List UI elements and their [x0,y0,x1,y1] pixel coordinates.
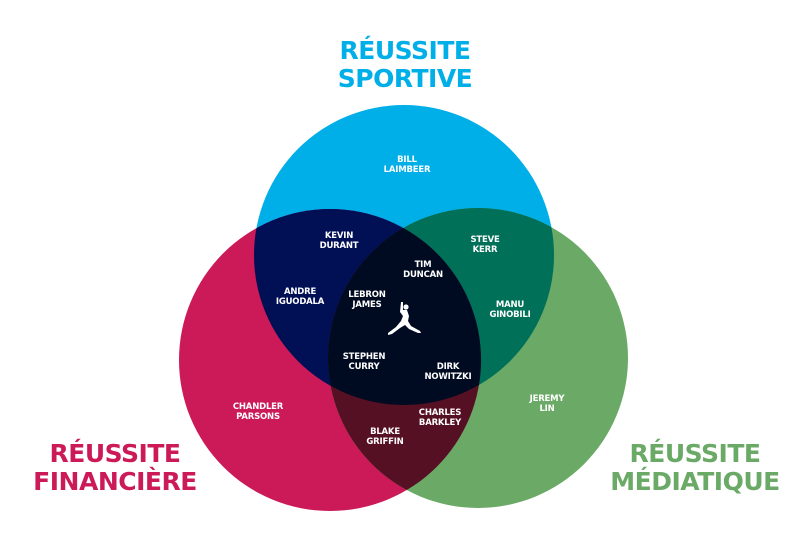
title-financiere-line2: FINANCIÈRE [33,467,197,496]
title-mediatique-line1: RÉUSSITE [629,439,761,468]
jumpman-logo-icon [388,302,421,335]
title-financiere: RÉUSSITE FINANCIÈRE [20,440,210,496]
title-sportive-line1: RÉUSSITE [339,36,471,65]
overlap-all [328,209,481,405]
title-mediatique-line2: MÉDIATIQUE [610,467,780,496]
title-financiere-line1: RÉUSSITE [49,439,181,468]
title-sportive-line2: SPORTIVE [337,64,473,93]
title-sportive: RÉUSSITE SPORTIVE [320,37,490,93]
title-mediatique: RÉUSSITE MÉDIATIQUE [600,440,790,496]
